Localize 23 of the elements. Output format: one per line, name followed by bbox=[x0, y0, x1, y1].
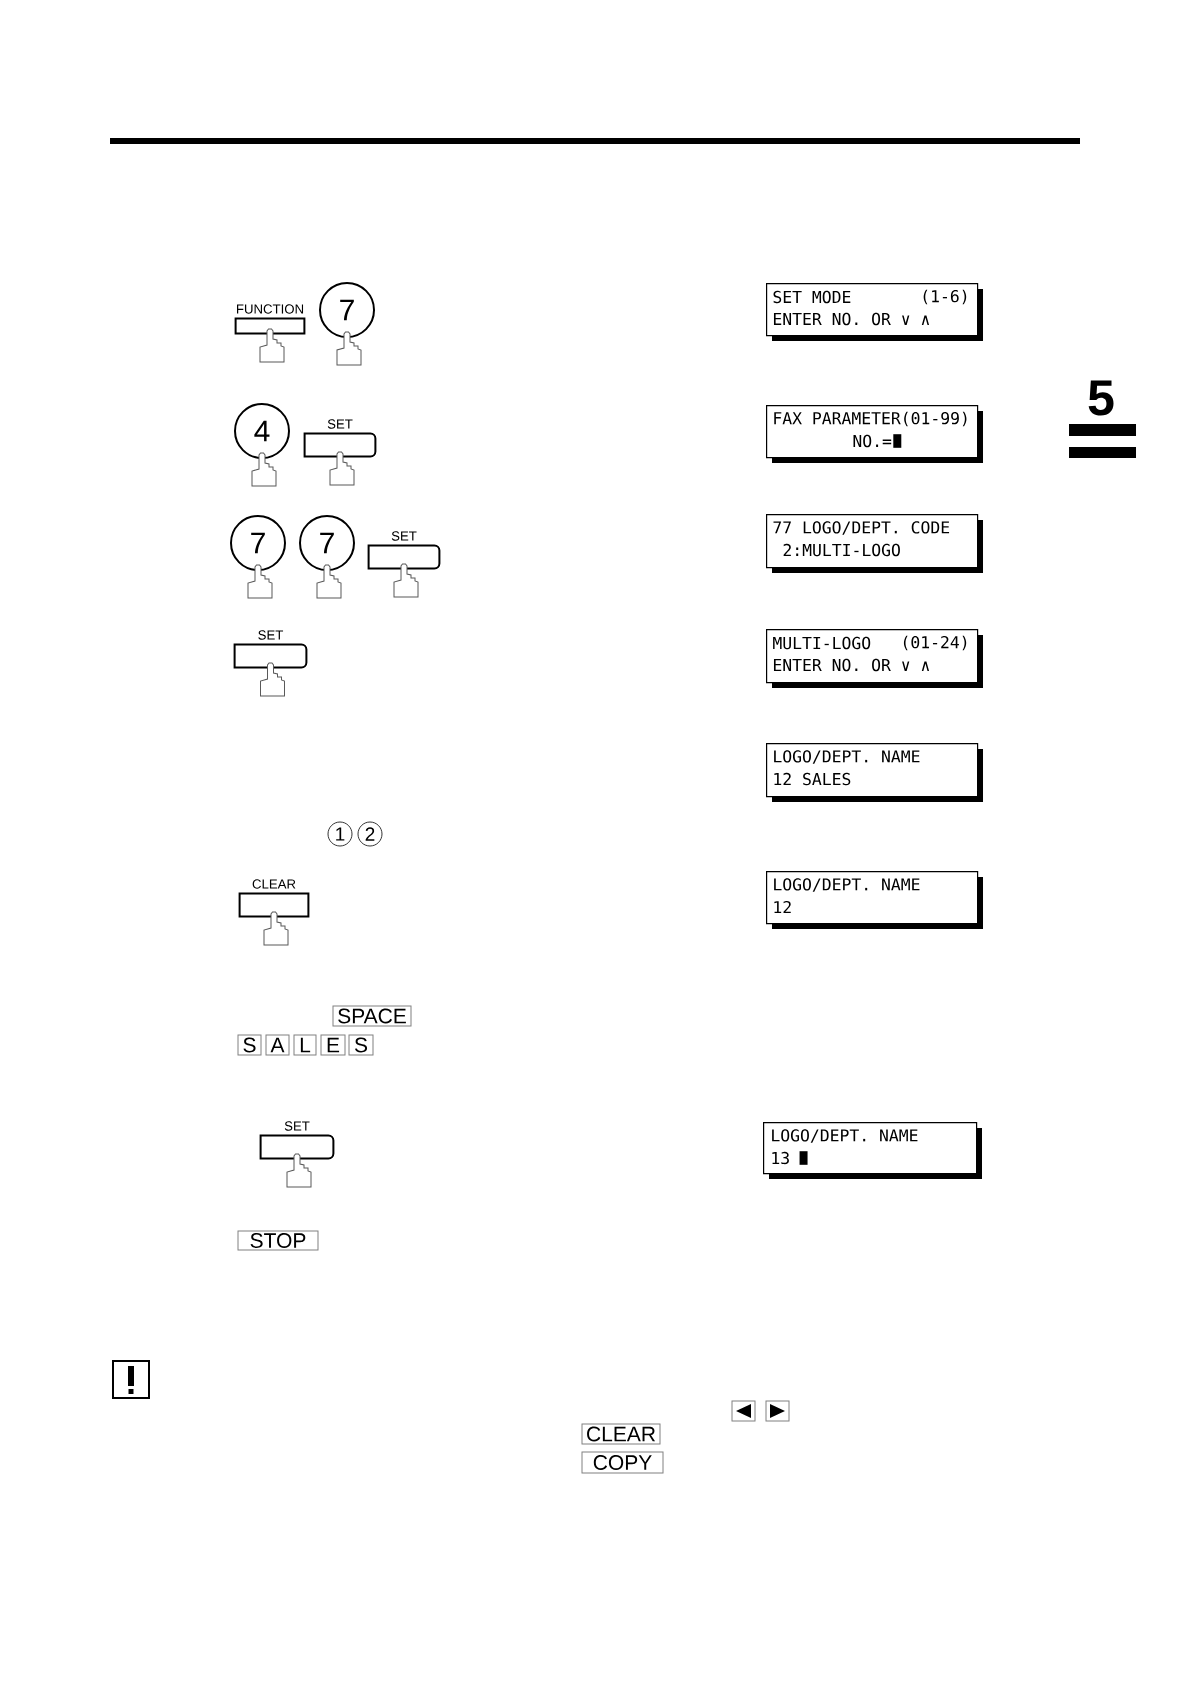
key-button: CLEAR bbox=[238, 879, 310, 918]
key-button: SET bbox=[259, 1121, 335, 1160]
lcd-display: LOGO/DEPT. NAME 12 bbox=[766, 871, 983, 929]
lcd-display: MULTI-LOGO (01-24) ENTER NO. OR ∨ ∧ bbox=[766, 629, 983, 688]
node-label: CLEAR bbox=[252, 879, 296, 889]
key-button: SET bbox=[233, 630, 308, 669]
lcd-display: LOGO/DEPT. NAME 13 bbox=[763, 1122, 982, 1179]
lcd-display: 77 LOGO/DEPT. CODE 2:MULTI-LOGO bbox=[766, 514, 983, 573]
number-key: 7 bbox=[230, 515, 286, 571]
node-label: SET bbox=[327, 419, 353, 429]
lcd-display: FAX PARAMETER(01-99) NO.= bbox=[766, 405, 983, 463]
node-label: SET bbox=[258, 630, 284, 640]
number-key: 4 bbox=[234, 403, 290, 459]
node-label: FUNCTION bbox=[237, 304, 304, 314]
key-button: SET bbox=[367, 531, 441, 570]
number-key: 7 bbox=[299, 515, 355, 571]
lcd-display: SET MODE (1-6) ENTER NO. OR ∨ ∧ bbox=[766, 283, 983, 341]
key-button: SET bbox=[303, 419, 377, 458]
number-key: 7 bbox=[319, 282, 375, 338]
node-label: SET bbox=[284, 1121, 310, 1131]
key-button: FUNCTION bbox=[234, 304, 306, 335]
lcd-display: LOGO/DEPT. NAME 12 SALES bbox=[766, 743, 983, 802]
node-label: SET bbox=[391, 531, 417, 541]
